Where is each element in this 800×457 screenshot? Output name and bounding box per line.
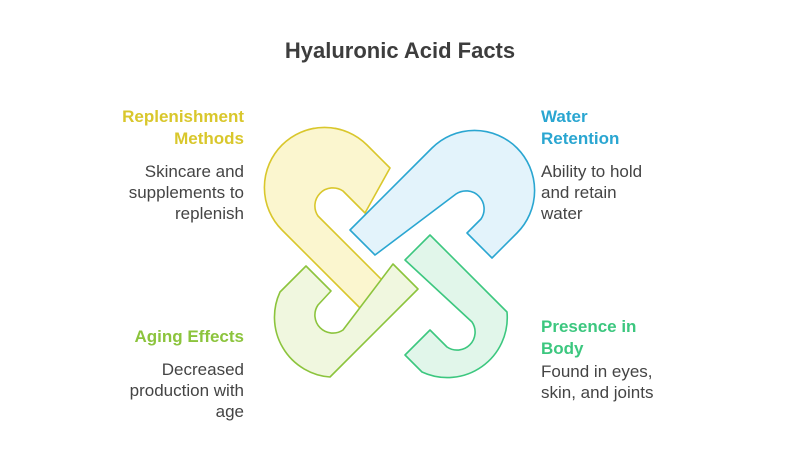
fact-replenishment-methods: Replenishment Methods Skincare and suppl… (4, 106, 244, 224)
fact-heading: Presence in Body (541, 317, 637, 358)
fact-description: Ability to hold and retain water (541, 162, 643, 223)
fact-description: Decreased production with age (129, 360, 244, 421)
knot-loop-yellow (263, 126, 391, 314)
diagram-title: Hyaluronic Acid Facts (284, 38, 516, 63)
fact-water-retention: Water Retention Ability to hold and reta… (541, 106, 781, 224)
knot-loop-lime (273, 263, 419, 378)
fact-aging-effects: Aging Effects Decreased production with … (4, 326, 244, 422)
fact-description: Skincare and supplements to replenish (128, 162, 244, 223)
fact-heading: Aging Effects (134, 327, 244, 346)
knot-loop-green (404, 234, 509, 379)
fact-description: Found in eyes, skin, and joints (541, 362, 654, 402)
fact-heading: Replenishment Methods (122, 107, 244, 148)
fact-heading: Water Retention (541, 107, 620, 148)
fact-presence-in-body: Presence in Body Found in eyes, skin, an… (541, 316, 781, 403)
knot-loop-blue (349, 129, 536, 259)
